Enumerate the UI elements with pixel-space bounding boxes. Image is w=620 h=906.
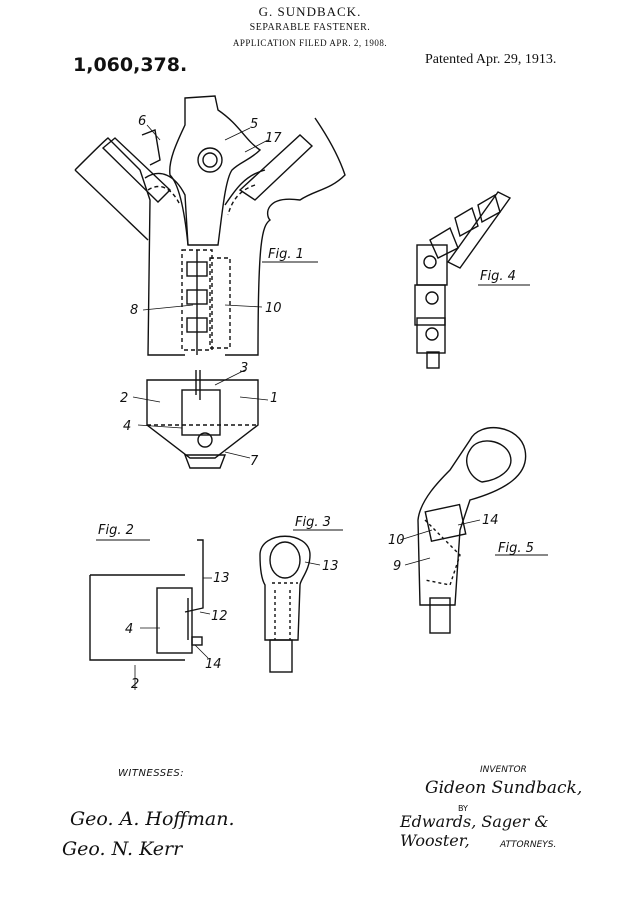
- fig2-link: [156, 587, 193, 654]
- ref-6: 6: [138, 114, 146, 129]
- ref-7: 7: [250, 454, 259, 469]
- fig3-caption: Fig. 3: [295, 515, 331, 530]
- fig1-slider: [169, 95, 262, 246]
- attorneys-label: ATTORNEYS.: [500, 840, 557, 850]
- ref-17: 17: [265, 131, 282, 146]
- ref-4-fig2: 4: [125, 622, 133, 637]
- fig1-rod-right: [238, 134, 314, 201]
- patent-number: 1,060,378.: [73, 54, 188, 76]
- patent-date: Patented Apr. 29, 1913.: [425, 52, 557, 67]
- ref-2: 2: [120, 391, 128, 406]
- fig4-caption: Fig. 4: [480, 269, 516, 284]
- ref-13-fig3: 13: [322, 559, 339, 574]
- ref-9: 9: [393, 559, 401, 574]
- ref-3: 3: [240, 361, 248, 376]
- witness-signature-1: Geo. A. Hoffman.: [70, 808, 235, 830]
- fig5-caption: Fig. 5: [498, 541, 534, 556]
- ref-13-fig2: 13: [213, 571, 230, 586]
- witness-signature-2: Geo. N. Kerr: [62, 838, 183, 860]
- fig1-fabric-left: [74, 137, 185, 356]
- by-label: BY: [458, 804, 468, 813]
- ref-4: 4: [123, 419, 131, 434]
- fig4-chain: [414, 191, 512, 369]
- fig2-caption: Fig. 2: [98, 523, 134, 538]
- fig5-link: [417, 426, 527, 634]
- ref-10-fig5: 10: [388, 533, 405, 548]
- ref-1: 1: [270, 391, 278, 406]
- fig3-link: [259, 535, 311, 641]
- fig1-rod-left: [101, 137, 172, 203]
- header-inventor: G. SUNDBACK.: [258, 4, 362, 19]
- header-title: SEPARABLE FASTENER.: [249, 22, 371, 33]
- fig1-fabric-right: [225, 117, 346, 356]
- ref-2-fig2: 2: [131, 677, 139, 692]
- ref-14-fig2: 14: [205, 657, 222, 672]
- ref-10: 10: [265, 301, 282, 316]
- ref-5: 5: [250, 117, 258, 132]
- witnesses-label: WITNESSES:: [118, 768, 185, 779]
- attorneys-signature: Edwards, Sager & Wooster,: [400, 812, 549, 850]
- fig1-caption: Fig. 1: [268, 247, 304, 262]
- ref-12: 12: [211, 609, 228, 624]
- inventor-signature: Gideon Sundback,: [425, 778, 583, 798]
- ref-14-fig5: 14: [482, 513, 499, 528]
- ref-8: 8: [130, 303, 138, 318]
- inventor-label: INVENTOR: [480, 765, 527, 775]
- header-application: APPLICATION FILED APR. 2, 1908.: [232, 38, 388, 48]
- fig1-pivot: [197, 147, 223, 173]
- fig2-fabric: [89, 574, 185, 661]
